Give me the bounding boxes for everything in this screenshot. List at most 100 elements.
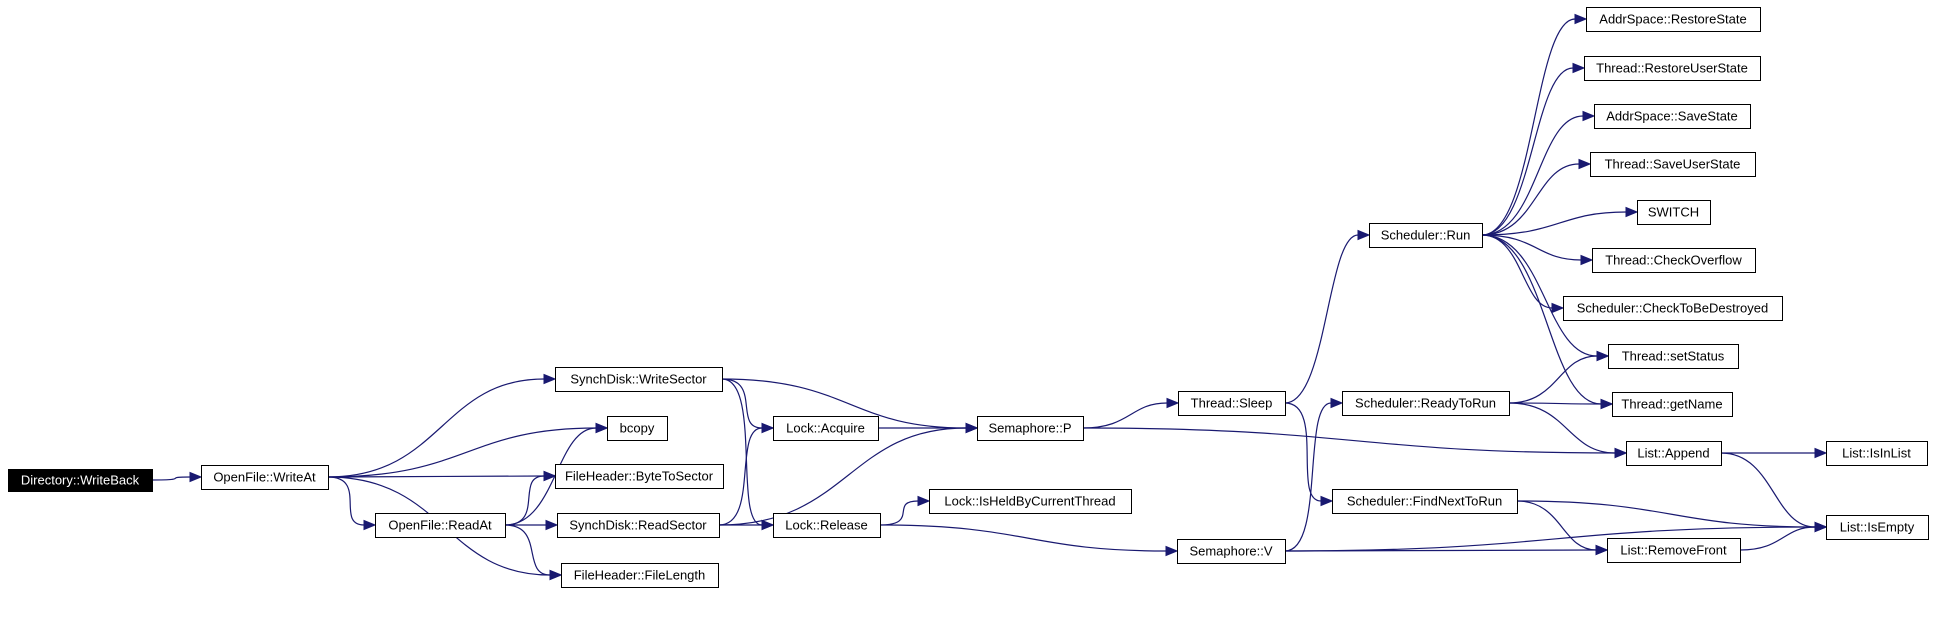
node-box-fileheader-filelength[interactable] xyxy=(561,563,719,588)
node-label-thread-sleep: Thread::Sleep xyxy=(1191,396,1273,411)
arrowhead-scheduler-readytorun-to-list-append xyxy=(1614,447,1628,459)
edge-list-removefront-to-list-isempty xyxy=(1739,526,1816,551)
node-box-thread-getname[interactable] xyxy=(1612,392,1733,417)
edge-synchdisk-writesector-to-lock-acquire xyxy=(721,378,763,429)
node-label-addrspace-restorestate: AddrSpace::RestoreState xyxy=(1599,12,1746,27)
node-synchdisk-readsector[interactable]: SynchDisk::ReadSector xyxy=(557,513,720,538)
node-box-list-isinlist[interactable] xyxy=(1826,441,1928,466)
node-box-thread-checkoverflow[interactable] xyxy=(1592,248,1756,273)
node-box-thread-saveuserstate[interactable] xyxy=(1590,152,1756,177)
node-thread-saveuserstate[interactable]: Thread::SaveUserState xyxy=(1590,152,1756,177)
node-lock-release[interactable]: Lock::Release xyxy=(773,513,881,538)
node-box-fileheader-bytetosector[interactable] xyxy=(555,464,724,489)
edge-directory-writeback-to-openfile-writeat xyxy=(151,476,191,481)
node-lock-acquire[interactable]: Lock::Acquire xyxy=(773,416,879,441)
node-label-switch: SWITCH xyxy=(1648,205,1699,220)
node-directory-writeback[interactable]: Directory::WriteBack xyxy=(8,469,153,492)
node-thread-checkoverflow[interactable]: Thread::CheckOverflow xyxy=(1592,248,1756,273)
node-synchdisk-writesector[interactable]: SynchDisk::WriteSector xyxy=(555,367,723,392)
node-list-append[interactable]: List::Append xyxy=(1626,441,1722,466)
node-label-lock-release: Lock::Release xyxy=(785,518,867,533)
node-box-scheduler-findnexttorun[interactable] xyxy=(1332,489,1518,514)
node-box-semaphore-v[interactable] xyxy=(1177,539,1286,564)
node-scheduler-run[interactable]: Scheduler::Run xyxy=(1369,223,1483,248)
node-semaphore-v[interactable]: Semaphore::V xyxy=(1177,539,1286,564)
node-box-bcopy[interactable] xyxy=(607,416,668,441)
node-box-scheduler-run[interactable] xyxy=(1369,223,1483,248)
node-openfile-readat[interactable]: OpenFile::ReadAt xyxy=(375,513,506,538)
node-bcopy[interactable]: bcopy xyxy=(607,416,668,441)
edge-list-append-to-list-isempty xyxy=(1720,452,1816,528)
node-box-lock-release[interactable] xyxy=(773,513,881,538)
edge-scheduler-run-to-thread-checkoverflow xyxy=(1481,234,1582,261)
node-thread-getname[interactable]: Thread::getName xyxy=(1612,392,1733,417)
edge-openfile-readat-to-fileheader-bytetosector xyxy=(504,475,545,526)
edge-scheduler-run-to-addrspace-restorestate xyxy=(1481,18,1576,236)
node-box-thread-setstatus[interactable] xyxy=(1608,344,1739,369)
node-box-lock-isheldbycurrentthread[interactable] xyxy=(929,489,1132,514)
node-label-semaphore-v: Semaphore::V xyxy=(1189,544,1272,559)
node-addrspace-savestate[interactable]: AddrSpace::SaveState xyxy=(1594,104,1751,129)
node-box-list-append[interactable] xyxy=(1626,441,1722,466)
arrowhead-scheduler-readytorun-to-thread-setstatus xyxy=(1596,350,1610,362)
edge-scheduler-run-to-thread-saveuserstate xyxy=(1481,163,1580,236)
edge-thread-sleep-to-scheduler-findnexttorun xyxy=(1284,402,1322,502)
edge-semaphore-v-to-scheduler-readytorun xyxy=(1284,402,1332,552)
edge-scheduler-run-to-switch xyxy=(1481,211,1627,236)
node-box-switch[interactable] xyxy=(1637,200,1711,225)
node-switch[interactable]: SWITCH xyxy=(1637,200,1711,225)
node-thread-sleep[interactable]: Thread::Sleep xyxy=(1178,391,1286,416)
node-box-addrspace-restorestate[interactable] xyxy=(1586,7,1761,32)
node-lock-isheldbycurrentthread[interactable]: Lock::IsHeldByCurrentThread xyxy=(929,489,1132,514)
edge-lock-release-to-lock-isheldbycurrentthread xyxy=(879,500,919,526)
arrowhead-openfile-writeat-to-synchdisk-writesector xyxy=(543,373,557,385)
arrowhead-scheduler-run-to-thread-checkoverflow xyxy=(1580,254,1594,266)
edge-thread-sleep-to-scheduler-run xyxy=(1284,234,1359,404)
arrowhead-lock-release-to-lock-isheldbycurrentthread xyxy=(917,495,931,507)
node-label-list-append: List::Append xyxy=(1637,446,1709,461)
node-fileheader-bytetosector[interactable]: FileHeader::ByteToSector xyxy=(555,464,724,489)
arrowhead-directory-writeback-to-openfile-writeat xyxy=(189,471,203,483)
node-box-scheduler-readytorun[interactable] xyxy=(1342,391,1510,416)
node-label-scheduler-run: Scheduler::Run xyxy=(1381,228,1471,243)
node-scheduler-findnexttorun[interactable]: Scheduler::FindNextToRun xyxy=(1332,489,1518,514)
node-openfile-writeat[interactable]: OpenFile::WriteAt xyxy=(201,465,329,490)
edge-synchdisk-readsector-to-semaphore-p xyxy=(718,427,967,526)
node-box-synchdisk-readsector[interactable] xyxy=(557,513,720,538)
node-thread-setstatus[interactable]: Thread::setStatus xyxy=(1608,344,1739,369)
node-box-thread-restoreuserstate[interactable] xyxy=(1584,56,1761,81)
node-box-directory-writeback[interactable] xyxy=(8,469,153,492)
node-addrspace-restorestate[interactable]: AddrSpace::RestoreState xyxy=(1586,7,1761,32)
edge-semaphore-p-to-thread-sleep xyxy=(1082,402,1168,429)
node-box-thread-sleep[interactable] xyxy=(1178,391,1286,416)
arrowhead-thread-sleep-to-scheduler-run xyxy=(1357,229,1371,241)
node-semaphore-p[interactable]: Semaphore::P xyxy=(977,416,1084,441)
node-box-openfile-readat[interactable] xyxy=(375,513,506,538)
arrowhead-semaphore-p-to-thread-sleep xyxy=(1166,397,1180,409)
node-box-scheduler-checktobedestroyed[interactable] xyxy=(1563,296,1783,321)
node-box-synchdisk-writesector[interactable] xyxy=(555,367,723,392)
node-list-isinlist[interactable]: List::IsInList xyxy=(1826,441,1928,466)
node-label-lock-acquire: Lock::Acquire xyxy=(786,421,865,436)
node-scheduler-readytorun[interactable]: Scheduler::ReadyToRun xyxy=(1342,391,1510,416)
node-box-list-isempty[interactable] xyxy=(1826,515,1929,540)
arrowhead-openfile-readat-to-synchdisk-readsector xyxy=(545,519,559,531)
node-box-lock-acquire[interactable] xyxy=(773,416,879,441)
node-list-removefront[interactable]: List::RemoveFront xyxy=(1607,538,1741,563)
edge-scheduler-run-to-thread-restoreuserstate xyxy=(1481,67,1574,236)
node-list-isempty[interactable]: List::IsEmpty xyxy=(1826,515,1929,540)
arrowhead-scheduler-findnexttorun-to-list-removefront xyxy=(1595,544,1609,556)
edge-openfile-readat-to-fileheader-filelength xyxy=(504,524,551,576)
arrowhead-semaphore-v-to-scheduler-readytorun xyxy=(1330,397,1344,409)
node-box-semaphore-p[interactable] xyxy=(977,416,1084,441)
node-label-bcopy: bcopy xyxy=(620,421,655,436)
node-thread-restoreuserstate[interactable]: Thread::RestoreUserState xyxy=(1584,56,1761,81)
node-box-openfile-writeat[interactable] xyxy=(201,465,329,490)
node-box-addrspace-savestate[interactable] xyxy=(1594,104,1751,129)
node-label-directory-writeback: Directory::WriteBack xyxy=(21,473,140,488)
node-box-list-removefront[interactable] xyxy=(1607,538,1741,563)
node-fileheader-filelength[interactable]: FileHeader::FileLength xyxy=(561,563,719,588)
edge-openfile-writeat-to-bcopy xyxy=(327,427,597,478)
node-scheduler-checktobedestroyed[interactable]: Scheduler::CheckToBeDestroyed xyxy=(1563,296,1783,321)
